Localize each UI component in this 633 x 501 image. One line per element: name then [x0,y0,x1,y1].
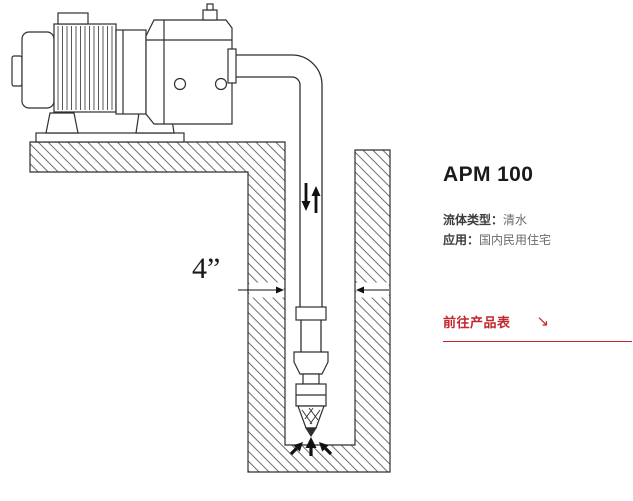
strainer-mesh [301,407,321,425]
flow-up-arrow [311,186,321,213]
priming-plug [202,9,218,21]
spec-value: 清水 [503,213,528,227]
outlet-flange [227,48,237,84]
flow-arrows [301,183,321,213]
pump-assembly [11,3,237,143]
intake-arrow-up [305,437,317,456]
pump-bracket [115,29,147,115]
strainer-cone [297,405,325,429]
spec-list: 流体类型：清水 应用：国内民用住宅 [443,210,632,250]
well-bore-dimension: 4” [192,252,389,298]
pipe-coupling [295,306,327,321]
foot-valve-strainer [293,351,329,438]
casing-plug [214,77,228,91]
check-valve-body [293,351,329,375]
ground-cross-section [29,141,391,473]
spec-value: 国内民用住宅 [479,233,552,247]
spec-application: 应用：国内民用住宅 [443,230,632,250]
diagonal-arrow-icon: ↘ [536,313,550,330]
product-table-link[interactable]: 前往产品表 ↘ [443,312,632,342]
installation-diagram: 4” [11,3,391,473]
valve-neck [302,373,320,385]
motor-fins [57,26,113,110]
product-table-link-label[interactable]: 前往产品表 [443,315,511,330]
dimension-arrow-right [276,286,284,294]
casing-plug [173,77,187,91]
priming-plug-cap [206,3,214,11]
strainer-tip [304,427,318,438]
dimension-arrow-left [356,286,364,294]
terminal-box [57,12,89,25]
intake-arrow-up-right [289,442,303,456]
water-intake-arrows [289,437,333,456]
dimension-label: 4” [192,252,220,285]
spec-label: 流体类型： [443,213,504,227]
flow-down-arrow [301,183,311,211]
spec-fluid-type: 流体类型：清水 [443,210,632,230]
discharge-drop-pipe [236,54,323,352]
product-panel: APM 100 流体类型：清水 应用：国内民用住宅 前往产品表 ↘ [443,163,632,342]
intake-arrow-up-left [319,442,333,456]
pump-casing [145,3,237,125]
motor [11,12,117,113]
product-title: APM 100 [443,163,534,186]
spec-label: 应用： [443,233,480,247]
